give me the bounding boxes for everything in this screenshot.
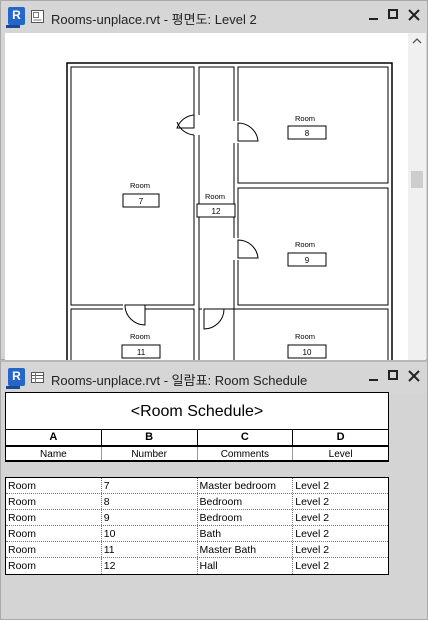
schedule-data-rows: Room 7 Master bedroom Level 2 Room 8 Bed… <box>5 477 389 575</box>
room-tag-number: 10 <box>303 348 312 357</box>
table-cell[interactable]: Room <box>6 494 102 509</box>
header-cell-comments[interactable]: Comments <box>198 447 294 460</box>
room-tag-10[interactable] <box>287 344 327 359</box>
room-tag-label: Room <box>130 332 150 341</box>
close-button[interactable] <box>407 369 421 383</box>
room-tag-12[interactable] <box>196 203 236 218</box>
header-row: Name Number Comments Level <box>5 445 389 462</box>
schedule-view-icon <box>31 372 44 383</box>
table-cell[interactable]: Level 2 <box>295 512 330 524</box>
scrollbar-thumb[interactable] <box>411 171 423 188</box>
close-icon <box>408 370 420 382</box>
spacer-row <box>5 462 389 477</box>
room-tag-9[interactable] <box>287 252 327 267</box>
schedule-titlebar[interactable]: R Rooms-unplace.rvt - 일람표: Room Schedule <box>1 362 427 394</box>
room-10-outline[interactable] <box>198 308 389 360</box>
table-cell[interactable]: Master Bath <box>198 542 294 557</box>
column-letter[interactable]: B <box>102 430 198 445</box>
table-cell[interactable]: Room <box>6 526 102 541</box>
plan-drawing-area[interactable]: Room 7 Room 8 Room 9 Room 10 Room 11 Roo… <box>5 33 409 360</box>
room-tag-label: Room <box>295 240 315 249</box>
table-cell[interactable]: Level 2 <box>295 544 330 556</box>
schedule-title-bar-text: Rooms-unplace.rvt - 일람표: Room Schedule <box>51 373 308 388</box>
minimize-button[interactable] <box>367 369 381 383</box>
header-cell-name[interactable]: Name <box>6 447 102 460</box>
room-tag-label: Room <box>295 332 315 341</box>
revit-logo-icon: R <box>6 7 25 28</box>
close-icon <box>408 9 420 21</box>
scroll-up-arrow-icon[interactable] <box>412 37 422 45</box>
table-row[interactable]: Room 11 Master Bath Level 2 <box>6 542 388 558</box>
plan-view-title: Rooms-unplace.rvt - 평면도: Level 2 <box>51 12 257 27</box>
room-tag-label: Room <box>205 192 225 201</box>
schedule-table[interactable]: <Room Schedule> A B C D Name Number Comm… <box>5 392 389 575</box>
room-tag-11[interactable] <box>121 344 161 359</box>
room-8-outline[interactable] <box>237 66 389 184</box>
maximize-button[interactable] <box>387 369 401 383</box>
minimize-button[interactable] <box>367 8 381 22</box>
table-cell[interactable]: Bath <box>198 526 294 541</box>
table-row[interactable]: Room 8 Bedroom Level 2 <box>6 494 388 510</box>
table-cell[interactable]: Room <box>6 478 102 493</box>
schedule-heading[interactable]: <Room Schedule> <box>5 392 389 430</box>
floor-plan-view-icon <box>31 10 44 23</box>
table-cell[interactable]: Bedroom <box>198 510 294 525</box>
room-tag-7[interactable] <box>122 193 160 208</box>
table-cell[interactable]: Room <box>6 542 102 557</box>
table-cell[interactable]: Room <box>6 558 102 574</box>
room-tag-number: 8 <box>305 129 310 138</box>
room-tag-label: Room <box>130 181 150 190</box>
table-cell[interactable]: Hall <box>198 558 294 574</box>
table-cell[interactable]: Level 2 <box>295 528 330 540</box>
table-cell[interactable]: Bedroom <box>198 494 294 509</box>
table-row[interactable]: Room 10 Bath Level 2 <box>6 526 388 542</box>
column-letter[interactable]: D <box>336 431 345 443</box>
room-tag-number: 12 <box>212 207 221 216</box>
floor-plan: Room 7 Room 8 Room 9 Room 10 Room 11 Roo… <box>66 62 393 360</box>
table-cell[interactable]: 10 <box>102 526 198 541</box>
column-letter[interactable]: C <box>198 430 294 445</box>
table-cell[interactable]: Level 2 <box>295 496 330 508</box>
column-letter[interactable]: A <box>6 430 102 445</box>
header-cell-level[interactable]: Level <box>328 449 353 460</box>
header-cell-number[interactable]: Number <box>102 447 198 460</box>
table-cell[interactable]: Room <box>6 510 102 525</box>
table-cell[interactable]: Master bedroom <box>198 478 294 493</box>
table-cell[interactable]: 9 <box>102 510 198 525</box>
table-cell[interactable]: 11 <box>102 542 198 557</box>
room-tag-label: Room <box>295 114 315 123</box>
table-row[interactable]: Room 7 Master bedroom Level 2 <box>6 478 388 494</box>
close-button[interactable] <box>407 8 421 22</box>
room-tag-number: 11 <box>137 348 146 357</box>
table-cell[interactable]: 7 <box>102 478 198 493</box>
plan-view-window[interactable]: R Rooms-unplace.rvt - 평면도: Level 2 <box>0 0 428 360</box>
table-cell[interactable]: Level 2 <box>295 480 330 492</box>
plan-view-titlebar[interactable]: R Rooms-unplace.rvt - 평면도: Level 2 <box>1 1 427 33</box>
room-tag-number: 9 <box>305 256 310 265</box>
table-cell[interactable]: 12 <box>102 558 198 574</box>
room-tag-8[interactable] <box>287 125 327 140</box>
revit-logo-icon: R <box>6 368 25 389</box>
maximize-button[interactable] <box>387 8 401 22</box>
column-letter-row: A B C D <box>5 430 389 445</box>
room-tag-number: 7 <box>139 197 144 206</box>
vertical-scrollbar[interactable] <box>408 33 426 360</box>
schedule-window[interactable]: R Rooms-unplace.rvt - 일람표: Room Schedule… <box>0 360 428 620</box>
table-cell[interactable]: 8 <box>102 494 198 509</box>
table-cell[interactable]: Level 2 <box>295 560 330 572</box>
table-row[interactable]: Room 9 Bedroom Level 2 <box>6 510 388 526</box>
table-row[interactable]: Room 12 Hall Level 2 <box>6 558 388 574</box>
